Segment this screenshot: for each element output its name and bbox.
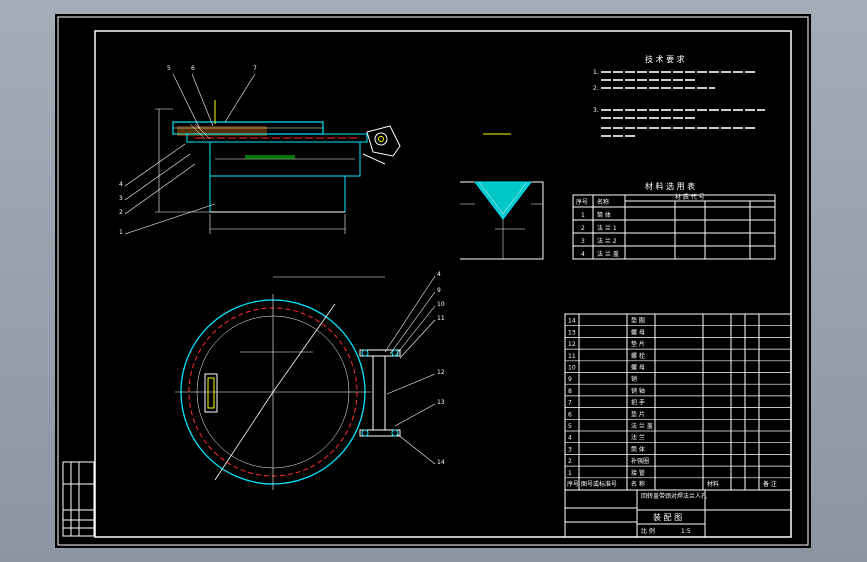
parts-row-name: 法 兰: [631, 434, 645, 442]
notes-line-1: 1.: [593, 69, 599, 76]
outer-border: [57, 16, 809, 546]
mat-r4-name: 法 兰 盖: [597, 250, 619, 258]
notes-text-lines: [601, 71, 765, 137]
parts-row-no: 13: [568, 329, 576, 336]
callout-left-4: 4: [119, 181, 123, 188]
callout-right-9: 9: [437, 287, 441, 294]
parts-h-material: 材料: [707, 480, 719, 488]
mat-r2-no: 2: [581, 225, 585, 232]
title-drawing-name: 回转盖带颈对焊法兰人孔: [641, 492, 707, 500]
elevation-view: [124, 73, 401, 235]
inner-border: [94, 30, 792, 538]
parts-row-name: 螺 母: [631, 364, 645, 372]
parts-row-name: 筒 体: [631, 445, 645, 453]
drawing-canvas[interactable]: 5 6 7 4 3 2 1: [55, 14, 811, 548]
callout-top-5: 5: [167, 65, 171, 72]
mat-r1-name: 筒 体: [597, 211, 611, 219]
notes-line-2: 2.: [593, 85, 599, 92]
parts-row-name: 接 管: [631, 469, 645, 477]
title-block: [564, 489, 792, 538]
parts-row-name: 垫 圈: [631, 317, 645, 325]
binding-table: [62, 461, 95, 537]
parts-row-name: 补强圈: [631, 457, 649, 465]
callout-right-13: 13: [437, 399, 445, 406]
parts-row-name: 垫 片: [631, 410, 645, 418]
callout-top-6: 6: [191, 65, 195, 72]
parts-row-no: 11: [568, 353, 576, 360]
plan-view: [175, 275, 436, 490]
parts-h-note: 备 注: [763, 480, 777, 488]
parts-row-no: 14: [568, 318, 576, 325]
callout-left-2: 2: [119, 209, 123, 216]
notes-line-3: 3.: [593, 107, 599, 114]
callout-left-3: 3: [119, 195, 123, 202]
callout-right-14: 14: [437, 459, 445, 466]
mat-r4-no: 4: [581, 251, 585, 258]
parts-h-no: 序号: [567, 480, 579, 488]
parts-row-no: 2: [568, 458, 572, 465]
callout-right-12: 12: [437, 369, 445, 376]
parts-row-name: 把 手: [631, 399, 645, 407]
parts-row-no: 12: [568, 341, 576, 348]
parts-row-no: 1: [568, 470, 572, 477]
callout-left-1: 1: [119, 229, 123, 236]
mat-r3-no: 3: [581, 238, 585, 245]
material-table-title: 材 料 选 用 表: [645, 181, 695, 191]
parts-row-name: 螺 母: [631, 328, 645, 336]
parts-row-no: 4: [568, 435, 572, 442]
parts-row-no: 8: [568, 388, 572, 395]
parts-h-name: 名 称: [631, 480, 645, 488]
parts-row-no: 10: [568, 365, 576, 372]
parts-row-no: 6: [568, 411, 572, 418]
mat-h-name: 名称: [597, 198, 609, 206]
parts-row-name: 螺 栓: [631, 352, 645, 360]
parts-row-no: 7: [568, 400, 572, 407]
mat-h-no: 序号: [576, 198, 588, 206]
parts-h-code: 图号或标准号: [581, 480, 617, 488]
parts-row-no: 9: [568, 376, 572, 383]
callout-right-4: 4: [437, 271, 441, 278]
mat-h-code: 材 质 代 号: [675, 193, 705, 201]
material-table: [572, 194, 776, 260]
parts-row-no: 3: [568, 446, 572, 453]
notes-title: 技 术 要 求: [645, 54, 685, 64]
mat-r1-no: 1: [581, 212, 585, 219]
title-drawing-type: 装 配 图: [653, 512, 682, 522]
mat-r3-name: 法 兰 2: [597, 237, 617, 245]
drawing-svg: 5 6 7 4 3 2 1: [57, 16, 809, 546]
parts-list-grid: [564, 313, 792, 491]
callout-right-11: 11: [437, 315, 445, 322]
title-scale-label: 比 例: [641, 527, 655, 535]
title-scale-value: 1:5: [681, 528, 691, 535]
parts-row-name: 销: [631, 375, 637, 383]
callout-right-10: 10: [437, 301, 445, 308]
callout-top-7: 7: [253, 65, 257, 72]
parts-row-no: 5: [568, 423, 572, 430]
parts-row-name: 法 兰 盖: [631, 422, 653, 430]
parts-row-name: 垫 片: [631, 340, 645, 348]
mat-r2-name: 法 兰 1: [597, 224, 617, 232]
weld-detail: [460, 133, 544, 260]
parts-row-name: 销 轴: [631, 387, 645, 395]
